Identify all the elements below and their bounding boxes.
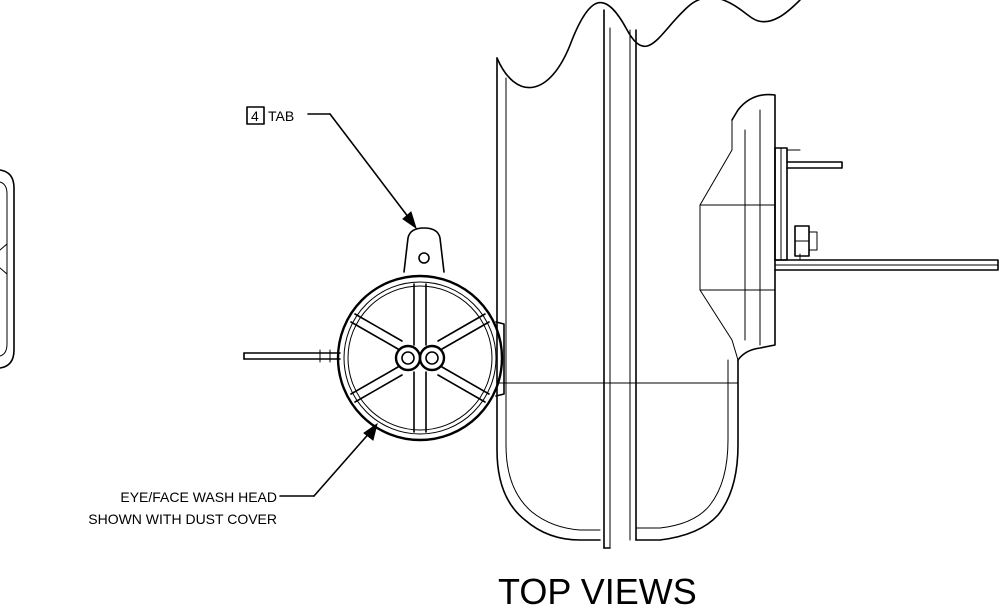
eyewash-callout: EYE/FACE WASH HEAD SHOWN WITH DUST COVER (88, 422, 378, 527)
tab-label: TAB (268, 108, 294, 124)
partial-left-view (0, 169, 15, 369)
vessel-body (496, 0, 801, 549)
view-title: TOP VIEWS (498, 571, 697, 611)
item-number-box (246, 106, 265, 125)
eyewash-head (243, 227, 505, 442)
eyewash-leader-arrowhead (363, 422, 378, 441)
eyewash-label-line2: SHOWN WITH DUST COVER (88, 511, 277, 527)
mounting-bracket (699, 93, 999, 361)
tab-item-number: 4 (251, 108, 259, 124)
tab-callout: 4 TAB (246, 106, 417, 230)
eyewash-label-line1: EYE/FACE WASH HEAD (120, 489, 277, 505)
tab-leader-arrowhead (402, 211, 417, 230)
